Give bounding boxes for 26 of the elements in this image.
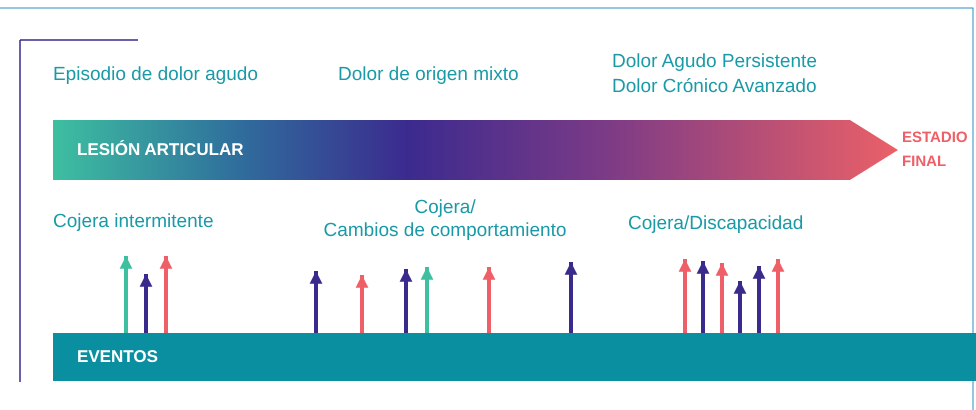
stage-label: Dolor de origen mixto [338, 63, 519, 86]
event-arrow [734, 281, 746, 333]
event-arrow [482, 267, 496, 333]
event-arrow [564, 262, 578, 333]
node-label: LESIÓN ARTICULAR [77, 140, 244, 160]
stage-label: Cojera/ Cambios de comportamiento [322, 196, 568, 242]
event-arrow [160, 256, 172, 333]
event-arrow [310, 271, 322, 333]
event-arrow [120, 256, 132, 333]
event-arrow [400, 269, 412, 333]
stage-label: Episodio de dolor agudo [53, 63, 258, 86]
stage-label: Cojera/Discapacidad [628, 212, 804, 235]
end-stage-label: ESTADIO FINAL [902, 128, 969, 172]
event-arrow [772, 259, 784, 333]
timeline-bar [53, 333, 976, 381]
stage-label: Cojera intermitente [53, 210, 214, 233]
event-arrow [420, 267, 434, 333]
stage-label: Dolor Crónico Avanzado [612, 75, 817, 98]
event-arrow [696, 261, 710, 333]
event-arrow [140, 274, 152, 333]
node-label: EVENTOS [77, 347, 158, 367]
event-arrow [716, 263, 728, 333]
stage-label: Dolor Agudo Persistente [612, 50, 817, 73]
event-arrow [356, 275, 368, 333]
event-arrow [678, 259, 692, 333]
event-arrow [752, 266, 766, 333]
